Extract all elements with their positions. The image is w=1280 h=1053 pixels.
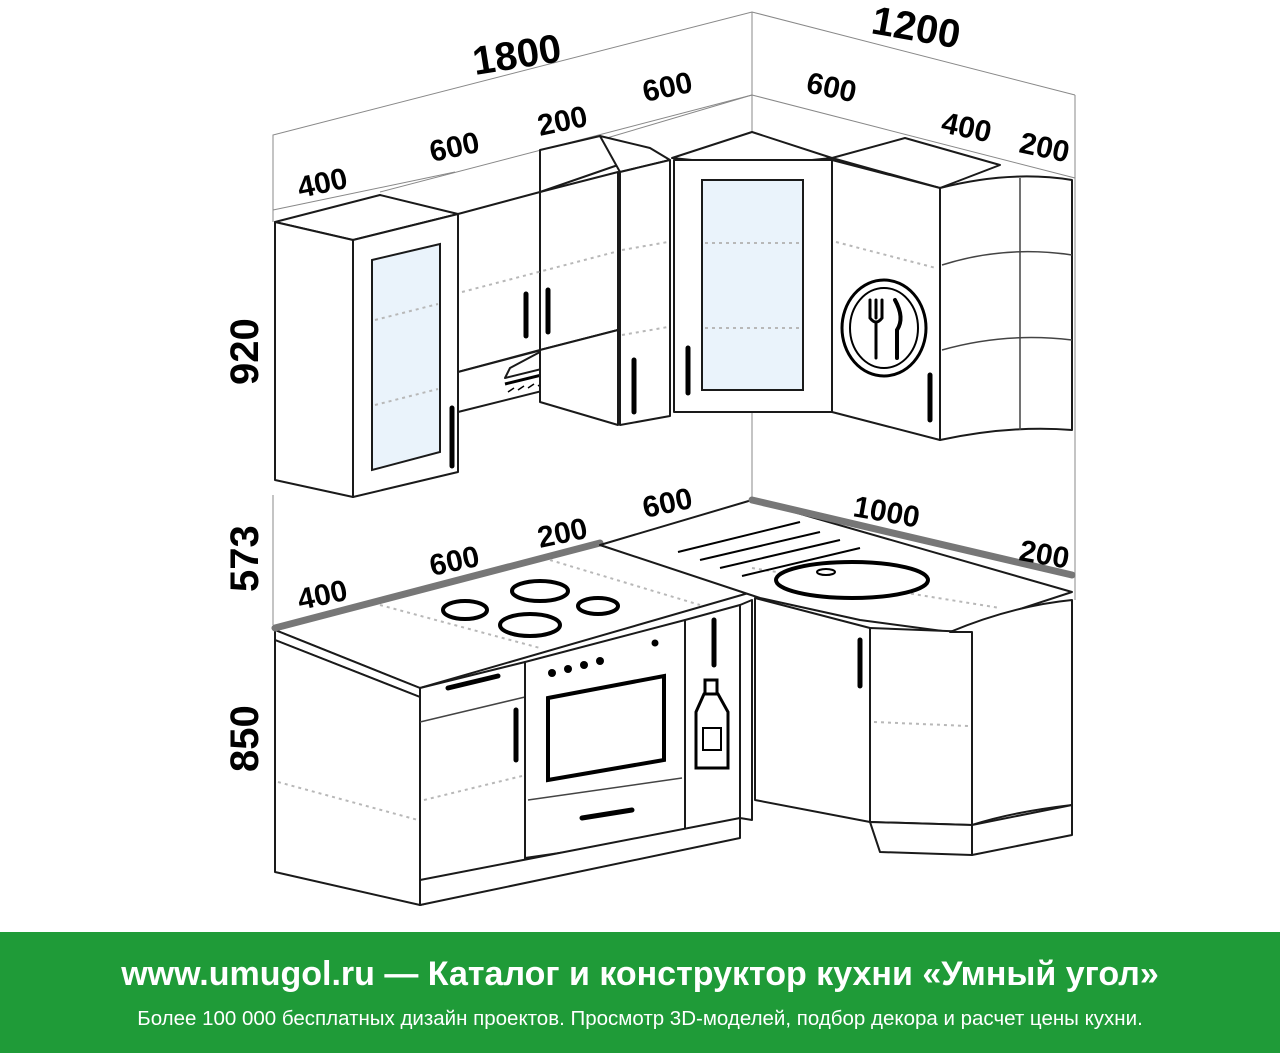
dim-upper-seg-7: 200: [1017, 127, 1073, 170]
dim-upper-total-left: 1800: [470, 27, 565, 84]
cooktop-icon: [441, 579, 620, 638]
dim-upper-seg-6: 400: [939, 107, 995, 150]
footer-title[interactable]: www.umugol.ru — Каталог и конструктор ку…: [121, 955, 1159, 993]
glass-door: [371, 242, 441, 472]
lower-cabinets-right: [599, 496, 1076, 856]
dim-upper-seg-2: 600: [427, 126, 483, 169]
upper-cabinets-right: [831, 137, 1073, 441]
footer-subtitle: Более 100 000 бесплатных дизайн проектов…: [137, 1007, 1143, 1030]
dim-upper-total-right: 1200: [868, 0, 963, 57]
dim-upper-seg-3: 200: [535, 100, 591, 143]
lower-cabinets-left: [271, 539, 753, 906]
dim-upper-seg-1: 400: [295, 162, 351, 205]
dim-height-lower: 850: [223, 705, 267, 772]
kitchen-diagram: 1800 1200 400 600 200 600 600 400 200 40…: [223, 0, 1076, 906]
cutlery-plate-icon: [840, 278, 928, 378]
bottle-icon: [694, 678, 730, 770]
upper-corner-cabinet: [671, 131, 833, 413]
oven-icon: [524, 619, 686, 859]
sink-icon: [677, 521, 930, 600]
dim-height-upper: 920: [223, 318, 267, 385]
footer-banner: www.umugol.ru — Каталог и конструктор ку…: [0, 932, 1280, 1053]
dim-upper-seg-5: 600: [804, 67, 860, 110]
dim-lower-seg-6: 200: [1017, 534, 1072, 575]
dim-upper-seg-4: 600: [640, 66, 696, 109]
upper-cabinets-left: [274, 135, 671, 498]
dim-height-gap: 573: [223, 525, 267, 592]
glass-door: [701, 179, 804, 391]
